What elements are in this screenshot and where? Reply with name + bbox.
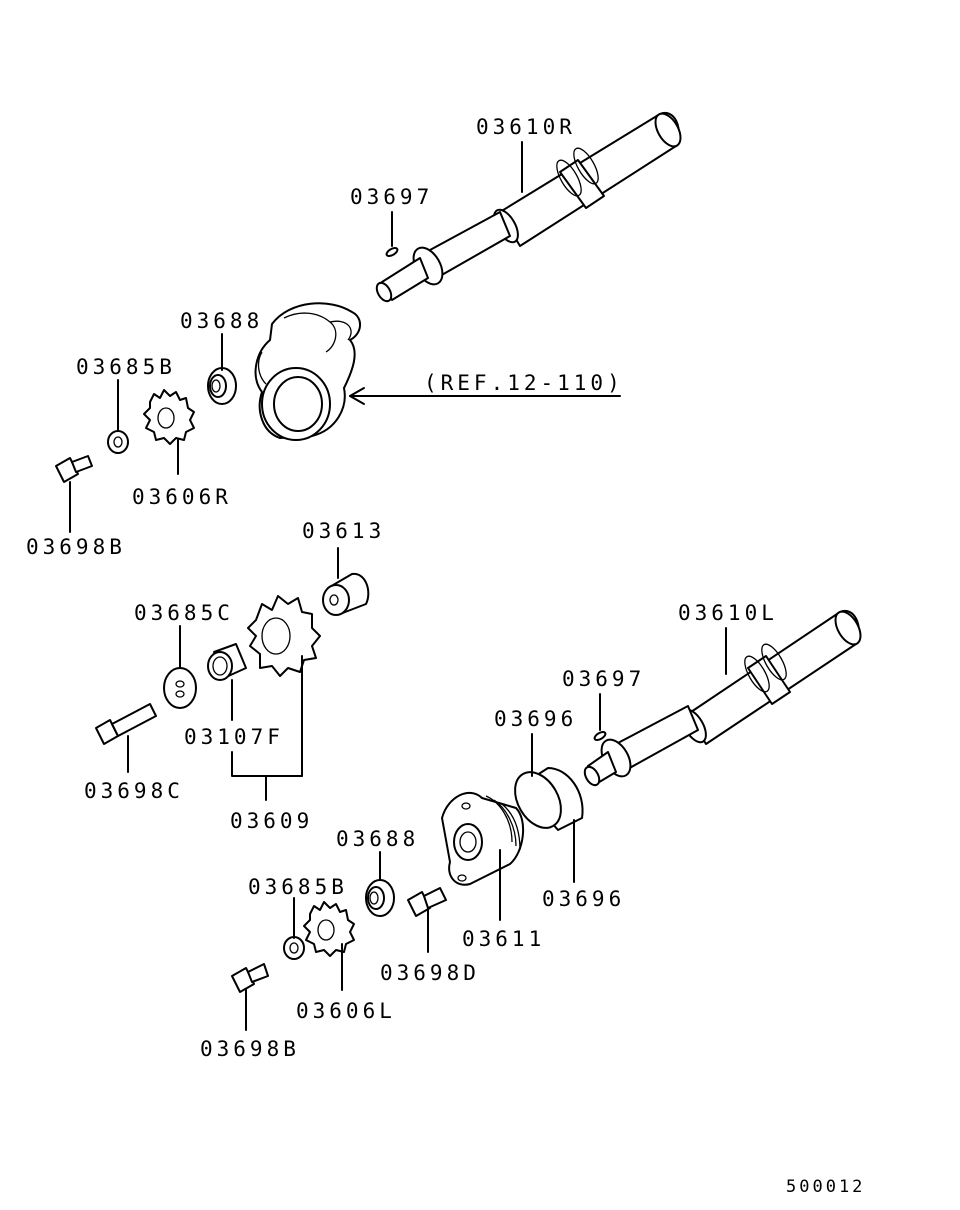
cap-03613 xyxy=(322,572,370,616)
gear-03609 xyxy=(247,595,321,677)
label-03685C: 03685C xyxy=(134,601,234,625)
label-03107F: 03107F xyxy=(184,725,284,749)
label-03696-bottom: 03696 xyxy=(542,887,625,911)
label-03606L: 03606L xyxy=(296,999,396,1023)
label-03696-top: 03696 xyxy=(494,707,577,731)
leader-lines xyxy=(69,141,727,1031)
bolt-03698B-bottom xyxy=(231,963,269,993)
figure-number: 500012 xyxy=(786,1177,865,1197)
gear-03606R xyxy=(143,389,195,445)
label-03613: 03613 xyxy=(302,519,385,543)
bearing-03688-top xyxy=(207,367,237,405)
label-03697-top: 03697 xyxy=(350,185,433,209)
label-03610L: 03610L xyxy=(678,601,778,625)
label-03685B-bottom: 03685B xyxy=(248,875,348,899)
bolt-03698C xyxy=(95,703,157,745)
flange-housing-03611 xyxy=(441,791,525,886)
label-03698D: 03698D xyxy=(380,961,480,985)
bearing-03688-bottom xyxy=(365,879,395,917)
washer-03685B-top xyxy=(107,430,129,454)
label-03698B-top: 03698B xyxy=(26,535,126,559)
housing-assembly xyxy=(254,302,361,441)
label-03697-bottom: 03697 xyxy=(562,667,645,691)
label-03609: 03609 xyxy=(230,809,313,833)
label-03610R: 03610R xyxy=(476,115,576,139)
bolt-03698D xyxy=(407,887,447,917)
bushing-03107F xyxy=(207,643,247,681)
shaft-03610L xyxy=(583,609,862,787)
label-ref-12-110: (REF.12-110) xyxy=(424,371,624,395)
label-03606R: 03606R xyxy=(132,485,232,509)
plate-03685C xyxy=(163,667,197,709)
label-03698C: 03698C xyxy=(84,779,184,803)
label-03698B-bottom: 03698B xyxy=(200,1037,300,1061)
label-03688-bottom: 03688 xyxy=(336,827,419,851)
shaft-03610R xyxy=(375,111,682,303)
gear-03606L xyxy=(303,901,355,957)
bolt-03698B-top xyxy=(55,455,93,483)
label-03685B-top: 03685B xyxy=(76,355,176,379)
washer-03685B-bottom xyxy=(283,936,305,960)
label-03688-top: 03688 xyxy=(180,309,263,333)
seal-ring-03696 xyxy=(514,767,584,831)
label-03611: 03611 xyxy=(462,927,545,951)
